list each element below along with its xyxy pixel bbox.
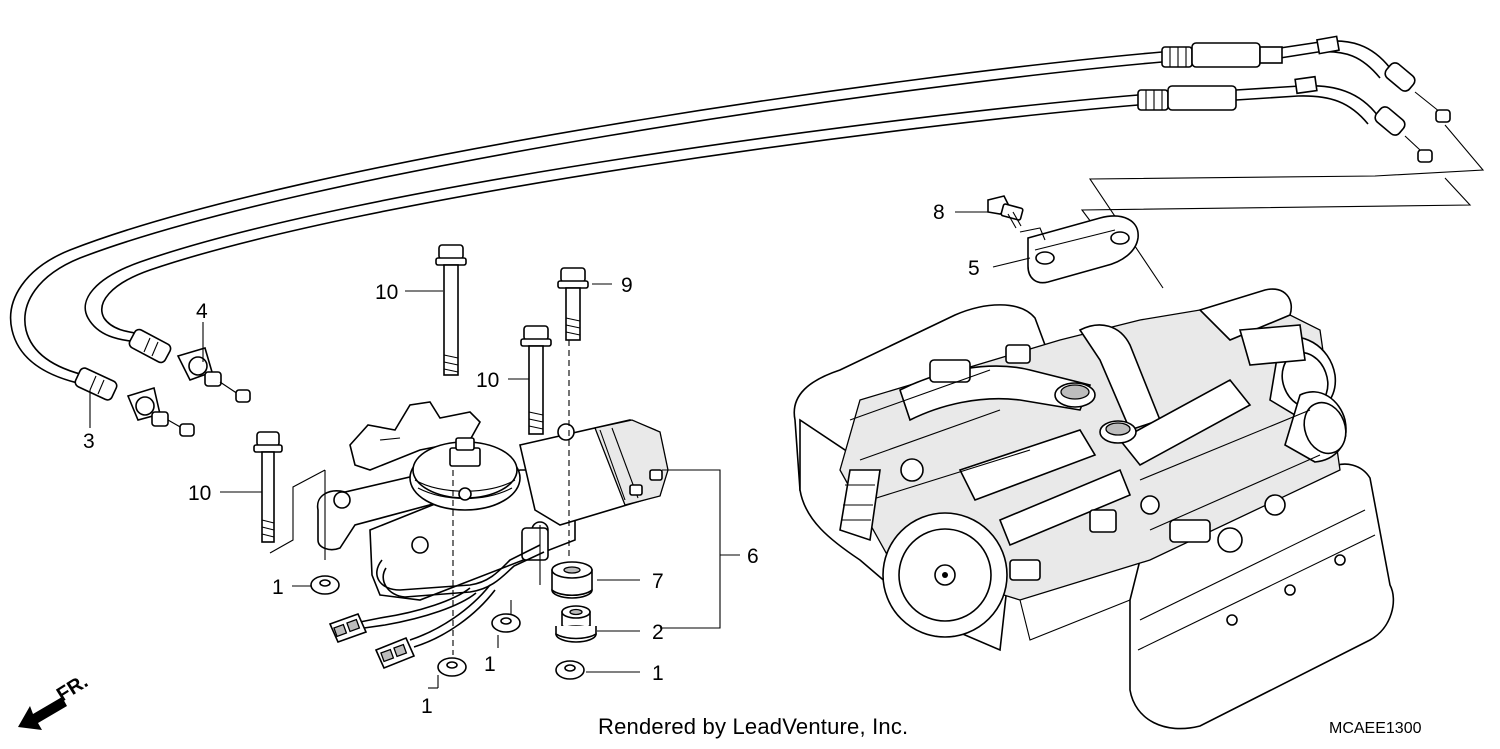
bolt-part-8[interactable] (987, 195, 1024, 229)
diagram-code: MCAEE1300 (1329, 720, 1422, 737)
bolt-part-10-a[interactable] (435, 244, 467, 376)
callout-1-c: 1 (421, 695, 433, 718)
cable-adjuster-upper (1161, 42, 1283, 68)
callout-9: 9 (621, 274, 633, 297)
throttle-cable-lower[interactable] (84, 84, 1379, 343)
callout-1-a: 1 (272, 576, 284, 599)
callout-4: 4 (196, 300, 208, 323)
callout-6: 6 (747, 545, 759, 568)
throttle-actuator-part-6[interactable] (269, 340, 669, 670)
callout-8: 8 (933, 201, 945, 224)
bolt-part-9[interactable] (557, 267, 589, 341)
cable-end-part-4[interactable] (128, 328, 251, 403)
callout-2: 2 (652, 621, 664, 644)
front-direction-arrow: FR. (18, 671, 92, 730)
clamp-part-5[interactable] (1019, 215, 1139, 284)
cable-adjuster-lower (1137, 85, 1237, 111)
callout-labels: 10 9 10 10 4 3 8 5 6 7 2 1 1 1 1 (83, 201, 980, 718)
connector-plug-a (328, 612, 368, 644)
cable-end-fittings-right (1294, 35, 1451, 163)
bolt-part-10-c[interactable] (253, 431, 283, 543)
callout-10-b: 10 (476, 369, 499, 392)
callout-10-a: 10 (375, 281, 398, 304)
cable-end-part-3[interactable] (74, 366, 195, 437)
callout-5: 5 (968, 257, 980, 280)
callout-1-b: 1 (484, 653, 496, 676)
connector-plug-b (374, 636, 416, 670)
engine-block (793, 288, 1395, 730)
collar-part-2[interactable] (555, 605, 597, 643)
callout-10-c: 10 (188, 482, 211, 505)
bolt-part-10-b[interactable] (520, 325, 552, 435)
washer-part-1-b[interactable] (491, 613, 521, 633)
washer-part-1-d[interactable] (555, 660, 585, 680)
render-credit: Rendered by LeadVenture, Inc. (598, 714, 909, 739)
washer-part-1-c[interactable] (437, 657, 467, 677)
washer-part-1-a[interactable] (310, 575, 340, 595)
callout-3: 3 (83, 430, 95, 453)
callout-1-d: 1 (652, 662, 664, 685)
leader-lines (89, 211, 1031, 689)
grommet-part-7[interactable] (551, 561, 593, 599)
callout-7: 7 (652, 570, 664, 593)
